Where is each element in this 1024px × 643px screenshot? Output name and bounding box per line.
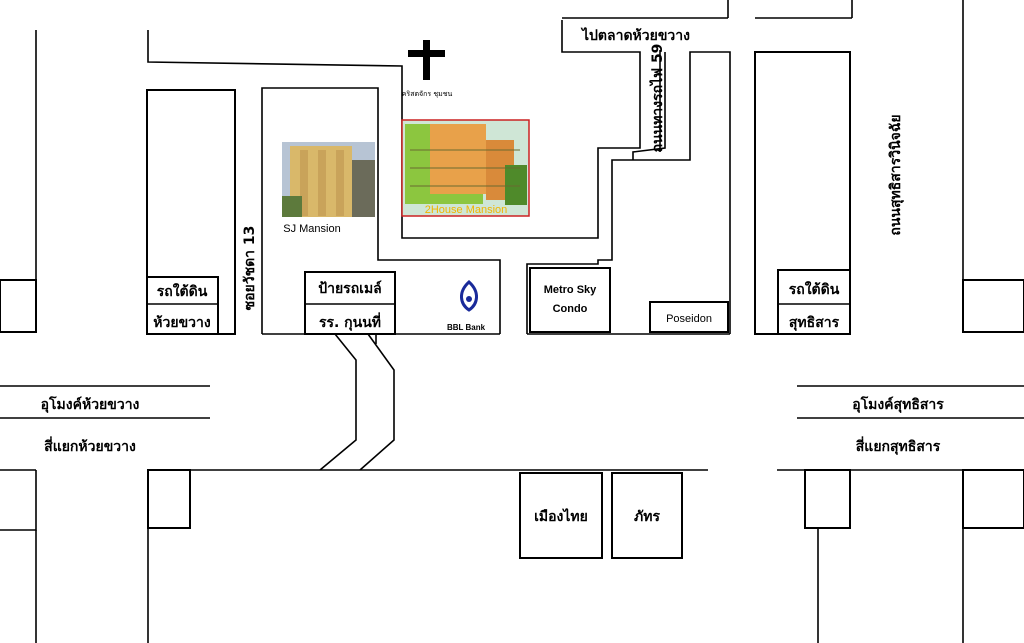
- store-label: ภัทร: [634, 509, 660, 525]
- two-house-mansion-photo: [401, 119, 530, 217]
- two-house-label: 2House Mansion: [425, 204, 508, 216]
- subway-right-line1: รถใต้ดิน: [789, 280, 840, 298]
- church-cross-icon: [408, 40, 445, 80]
- subway-right-line2: สุทธิสาร: [789, 315, 840, 331]
- metro-line2: Condo: [553, 303, 588, 315]
- left-edge-block: [0, 279, 37, 333]
- subway-left-line1: รถใต้ดิน: [157, 282, 208, 300]
- bus-stop-line1: ป้ายรถเมล์: [318, 280, 382, 297]
- junction-left-label: สี่แยกห้วยขวาง: [44, 436, 136, 455]
- soi-13-label: ซอยวัชดา 13: [242, 226, 258, 311]
- bbl-label: BBL Bank: [447, 323, 486, 332]
- bus-stop-line2: รร. กุนนที่: [319, 312, 381, 331]
- poseidon-box: [649, 301, 729, 333]
- subway-left-box: [146, 276, 219, 335]
- church-label: คริสตจักร ชุมชน: [402, 90, 453, 98]
- sj-mansion-label: SJ Mansion: [283, 223, 340, 235]
- subway-left-line2: ห้วยขวาง: [153, 315, 211, 331]
- tunnel-right-label: อุโมงค์สุทธิสาร: [852, 395, 944, 413]
- muang-thai-box: [519, 472, 603, 559]
- metro-line1: Metro Sky: [544, 284, 597, 296]
- poseidon-label: Poseidon: [666, 313, 712, 325]
- bbl-logo-icon: [460, 279, 478, 312]
- metro-sky-box: [529, 267, 611, 333]
- subway-right-box: [777, 269, 851, 335]
- store-box: [611, 472, 683, 559]
- muang-thai-label: เมืองไทย: [534, 507, 588, 525]
- soi-59-label: ถนนทางรถไฟ 59: [648, 44, 666, 153]
- to-market-label: ไปตลาดห้วยขวาง: [580, 26, 690, 44]
- tunnel-left-label: อุโมงค์ห้วยขวาง: [41, 395, 140, 413]
- bus-stop-box: [304, 271, 396, 335]
- main-road-label: ถนนสุทธิสารวินิจฉัย: [888, 114, 904, 235]
- sj-mansion-photo: [282, 142, 375, 217]
- junction-right-label: สี่แยกสุทธิสาร: [855, 436, 940, 455]
- right-edge-block: [962, 279, 1024, 333]
